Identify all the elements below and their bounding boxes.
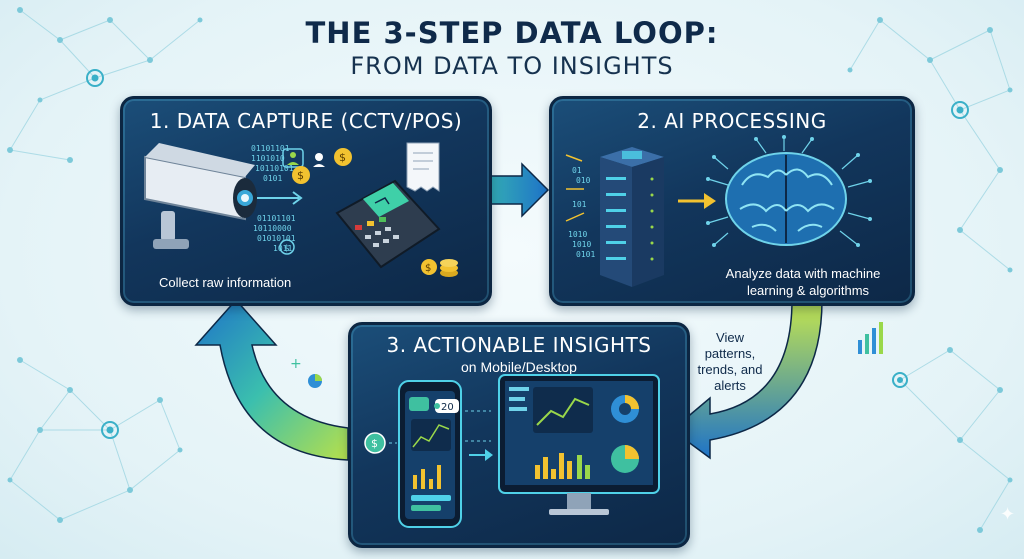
arrow-insights-to-capture: [194, 298, 349, 461]
step-ai-processing-panel: 2. AI PROCESSING 01 010 101 1010 1010 01…: [549, 96, 915, 306]
step-3-title: 3. ACTIONABLE INSIGHTS: [386, 333, 652, 357]
svg-text:+: +: [290, 356, 302, 372]
svg-text:✦: ✦: [1000, 504, 1015, 525]
side-note-line-2: trends, and: [697, 362, 763, 377]
ai-brain-icon: [725, 152, 847, 246]
user-icon: [313, 153, 325, 167]
binary-text: 01101101: [257, 214, 296, 223]
sync-coin-icon: $: [279, 239, 295, 255]
person-icon: [282, 148, 304, 168]
server-tower-icon: [600, 147, 664, 287]
diagram-title: THE 3-STEP DATA LOOP:: [305, 16, 719, 50]
side-note-line-1: View patterns,: [704, 330, 756, 361]
step-3-subtitle: on Mobile/Desktop: [461, 359, 577, 375]
step-1-title: 1. DATA CAPTURE (CCTV/POS): [149, 109, 463, 133]
binary-text: 01101101: [251, 144, 290, 153]
dollar-alert-icon: $: [364, 432, 386, 454]
binary-text: 1101010: [251, 154, 285, 163]
step-2-title: 2. AI PROCESSING: [637, 109, 827, 133]
binary-text: 101: [572, 200, 587, 209]
binary-text: 10110101: [255, 164, 294, 173]
binary-text: 1010: [572, 240, 591, 249]
mini-pie-icon: [308, 374, 322, 388]
mini-bar-chart-icon: [858, 322, 883, 354]
svg-text:$: $: [297, 169, 304, 182]
binary-text: 0101: [263, 174, 282, 183]
binary-text: 1011: [273, 244, 292, 253]
receipt-icon: [406, 142, 440, 192]
binary-text: 01010101: [257, 234, 296, 243]
step-data-capture-panel: 1. DATA CAPTURE (CCTV/POS) 01101101 1101…: [120, 96, 492, 306]
step-2-caption: Analyze data with machine learning & alg…: [552, 265, 912, 299]
side-note-line-3: alerts: [714, 378, 746, 393]
coin-icon: $: [334, 148, 352, 166]
coin-stack-icon: $: [421, 259, 458, 277]
pos-terminal-icon: [335, 179, 441, 269]
insights-illustration: 20 $: [364, 374, 660, 528]
arrow-processing-to-insights: [670, 299, 823, 460]
binary-text: 0101: [576, 250, 595, 259]
step-2-caption-line-2: learning & algorithms: [746, 283, 870, 298]
step-2-caption-line-1: Analyze data with machine: [725, 266, 881, 281]
coin-icon: $: [292, 166, 310, 184]
svg-text:$: $: [284, 244, 290, 254]
binary-text: 010: [576, 176, 591, 185]
svg-text:$: $: [425, 263, 431, 274]
cctv-camera-icon: [144, 143, 257, 249]
desktop-monitor-icon: [498, 374, 660, 515]
binary-text: 1010: [568, 230, 587, 239]
svg-text:$: $: [371, 437, 378, 450]
side-note: View patterns, trends, and alerts: [690, 330, 770, 394]
diagram-subtitle: FROM DATA TO INSIGHTS: [350, 52, 674, 80]
processing-illustration: 01 010 101 1010 1010 0101: [565, 135, 872, 287]
binary-text: 01: [572, 166, 582, 175]
capture-illustration: 01101101 1101010 10110101 0101 01101101 …: [144, 142, 458, 277]
svg-text:$: $: [339, 151, 346, 164]
notification-badge: 20: [434, 399, 459, 413]
binary-text: 10110000: [253, 224, 292, 233]
phone-number-badge: 20: [441, 402, 454, 413]
step-actionable-insights-panel: 3. ACTIONABLE INSIGHTS on Mobile/Desktop…: [348, 322, 690, 548]
step-1-caption: Collect raw information: [159, 275, 292, 290]
mobile-phone-icon: [398, 380, 462, 528]
